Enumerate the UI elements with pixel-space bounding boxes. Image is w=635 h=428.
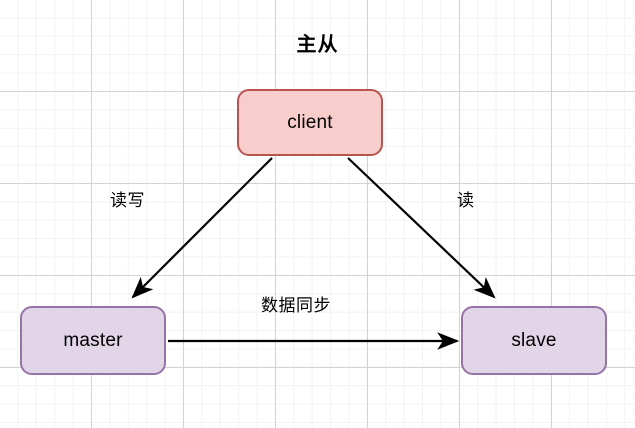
edge-label-read: 读 xyxy=(457,191,475,210)
node-master[interactable]: master xyxy=(20,306,166,375)
node-client[interactable]: client xyxy=(237,89,383,156)
node-slave[interactable]: slave xyxy=(461,306,607,375)
edge-client-to-master xyxy=(131,157,273,299)
edge-label-data-sync: 数据同步 xyxy=(261,296,331,315)
node-client-label: client xyxy=(287,111,333,133)
node-master-label: master xyxy=(63,329,123,351)
edge-label-read-write: 读写 xyxy=(110,191,145,210)
node-slave-label: slave xyxy=(511,329,557,351)
edge-client-to-slave xyxy=(347,157,496,299)
diagram-title: 主从 xyxy=(296,34,339,56)
